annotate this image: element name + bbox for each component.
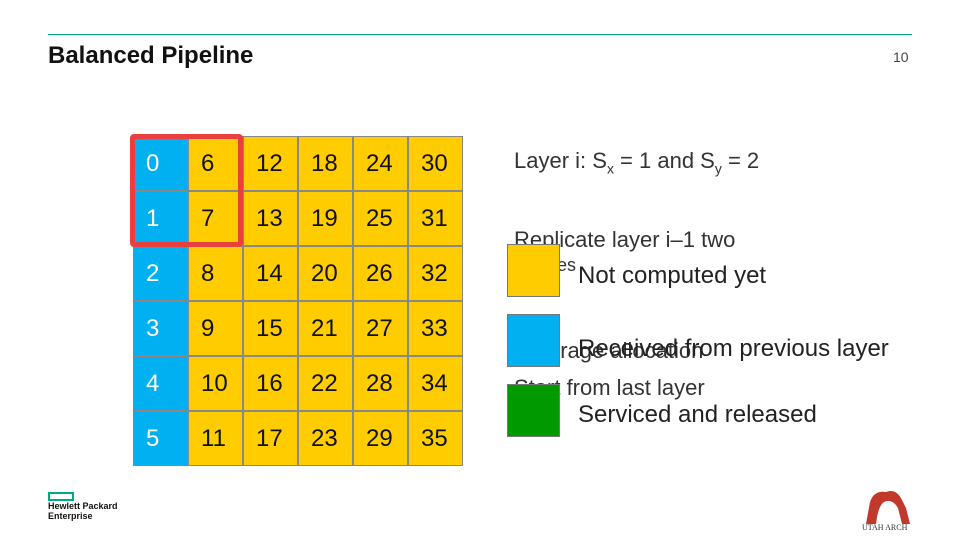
grid-cell: 18 xyxy=(298,136,353,191)
layer-description: Layer i: Sx = 1 and Sy = 2 xyxy=(514,148,759,176)
grid-cell: 1 xyxy=(133,191,188,246)
hpe-logo-line1: Hewlett Packard xyxy=(48,501,118,511)
grid-cell: 17 xyxy=(243,411,298,466)
utah-arch-text: UTAH ARCH xyxy=(862,523,908,532)
legend-swatch-yellow xyxy=(507,244,560,297)
title-rule xyxy=(48,34,912,35)
grid-cell: 12 xyxy=(243,136,298,191)
grid-cell: 15 xyxy=(243,301,298,356)
grid-cell: 33 xyxy=(408,301,463,356)
hpe-logo-line2: Enterprise xyxy=(48,511,93,521)
layer-prefix: Layer i: S xyxy=(514,148,607,173)
grid-cell: 8 xyxy=(188,246,243,301)
grid-cell: 30 xyxy=(408,136,463,191)
layer-suffix: = 2 xyxy=(721,148,760,173)
grid-cell: 27 xyxy=(353,301,408,356)
grid-cell: 20 xyxy=(298,246,353,301)
grid-cell: 3 xyxy=(133,301,188,356)
grid-cell: 29 xyxy=(353,411,408,466)
hpe-logo-bar xyxy=(48,492,74,501)
grid-cell: 0 xyxy=(133,136,188,191)
arch-shape xyxy=(866,491,910,524)
grid-cell: 10 xyxy=(188,356,243,411)
legend-label-not-computed: Not computed yet xyxy=(578,262,767,289)
legend-swatch-green xyxy=(507,384,560,437)
legend-label-received: Received from previous layer xyxy=(578,335,889,362)
grid-cell: 21 xyxy=(298,301,353,356)
grid-cell: 19 xyxy=(298,191,353,246)
utah-arch-logo: UTAH ARCH xyxy=(862,491,910,532)
slide-title: Balanced Pipeline xyxy=(48,42,254,69)
layer-sub-y: y xyxy=(714,160,722,177)
highlight-box xyxy=(130,134,243,247)
layer-sub-x: x xyxy=(606,160,614,177)
grid-cell: 4 xyxy=(133,356,188,411)
grid-cell: 31 xyxy=(408,191,463,246)
grid-cell: 11 xyxy=(188,411,243,466)
grid-cell: 16 xyxy=(243,356,298,411)
hpe-logo: Hewlett Packard Enterprise xyxy=(48,492,128,521)
legend-swatch-blue xyxy=(507,314,560,367)
grid-cell: 24 xyxy=(353,136,408,191)
grid-cell: 22 xyxy=(298,356,353,411)
grid-cell: 13 xyxy=(243,191,298,246)
grid-cell: 26 xyxy=(353,246,408,301)
grid-cell: 35 xyxy=(408,411,463,466)
grid-cell: 5 xyxy=(133,411,188,466)
grid-cell: 25 xyxy=(353,191,408,246)
grid-cell: 7 xyxy=(188,191,243,246)
grid-cell: 23 xyxy=(298,411,353,466)
legend-label-serviced: Serviced and released xyxy=(578,401,817,428)
layer-mid: = 1 and S xyxy=(613,148,715,173)
grid-cell: 2 xyxy=(133,246,188,301)
grid-cell: 9 xyxy=(188,301,243,356)
grid-cell: 6 xyxy=(188,136,243,191)
grid-cell: 14 xyxy=(243,246,298,301)
grid-cell: 28 xyxy=(353,356,408,411)
storage-fragment: orage allocation xyxy=(548,338,704,363)
grid-cell: 32 xyxy=(408,246,463,301)
grid-cell: 34 xyxy=(408,356,463,411)
slide-number: 10 xyxy=(893,49,909,65)
